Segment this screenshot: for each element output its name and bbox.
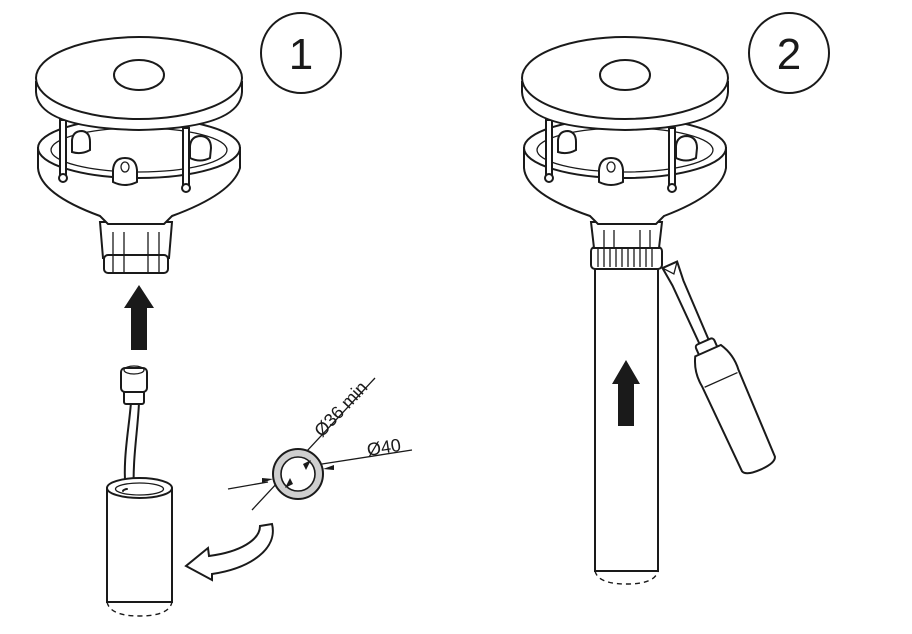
step-1-badge: 1 <box>260 12 342 94</box>
step-2-badge: 2 <box>748 12 830 94</box>
wind-sensor-1 <box>35 36 243 274</box>
cable-connector <box>120 365 148 496</box>
up-arrow-2 <box>612 360 640 426</box>
mounting-tube-1 <box>106 477 173 617</box>
step-2-panel: 2 <box>521 12 830 585</box>
up-arrow-1 <box>124 285 154 350</box>
wind-sensor-2 <box>521 36 729 270</box>
curved-arrow <box>184 522 274 582</box>
screwdriver-icon <box>661 260 776 475</box>
outer-diameter-label: Ø40 <box>365 435 402 460</box>
tube-cross-section: Ø36 min Ø40 <box>227 377 413 511</box>
inner-diameter-label: Ø36 min <box>310 377 371 440</box>
step-2-number: 2 <box>777 30 801 79</box>
step-1-number: 1 <box>289 30 313 79</box>
step-1-panel: 1 <box>35 12 413 617</box>
